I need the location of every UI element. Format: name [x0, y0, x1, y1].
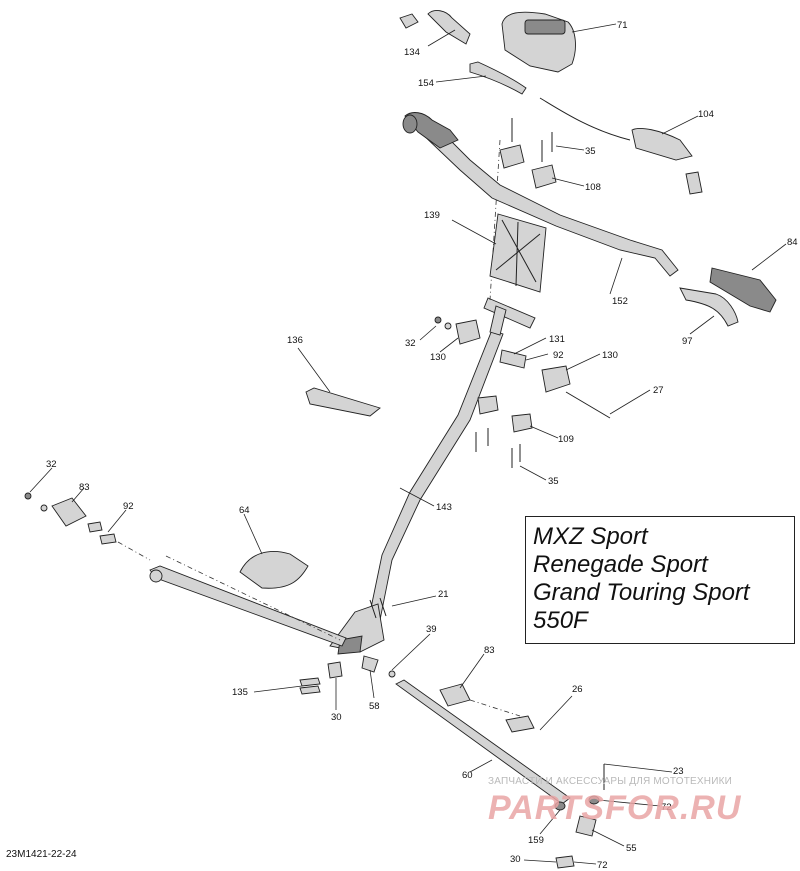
callout-30-mid: 30 [331, 712, 342, 723]
callout-130-right: 130 [602, 350, 618, 361]
model-name: MXZ Sport [533, 523, 648, 550]
callout-60: 60 [462, 770, 473, 781]
callout-159: 159 [528, 835, 544, 846]
callout-92-mid: 92 [553, 350, 564, 361]
callout-55: 55 [626, 843, 637, 854]
grips [679, 267, 777, 327]
callout-72-top: 72 [661, 802, 672, 813]
lower-parts [165, 555, 396, 695]
tie-rods [149, 565, 605, 869]
callout-83-right: 83 [484, 645, 495, 656]
callout-30-bottom: 30 [510, 854, 521, 865]
callout-109: 109 [558, 434, 574, 445]
callout-labels: 134 71 154 104 35 108 139 84 152 97 32 1… [46, 20, 798, 871]
model-list-box: MXZ Sport Renegade Sport Grand Touring S… [525, 516, 795, 644]
callout-58: 58 [369, 701, 380, 712]
handlebar [402, 112, 679, 277]
model-name: Grand Touring Sport [533, 579, 750, 606]
callout-143: 143 [436, 502, 452, 513]
drawing-number: 23M1421-22-24 [6, 849, 77, 860]
callout-35-mid: 35 [548, 476, 559, 487]
callout-92-left: 92 [123, 501, 134, 512]
callout-104: 104 [698, 109, 714, 120]
watermark-caption: ЗАПЧАСТИ И АКСЕССУАРЫ ДЛЯ МОТОТЕХНИКИ [488, 776, 733, 787]
watermark: ЗАПЧАСТИ И АКСЕССУАРЫ ДЛЯ МОТОТЕХНИКИ PA… [488, 776, 788, 836]
callout-108: 108 [585, 182, 601, 193]
handlebar-pad [489, 213, 547, 293]
model-name: 550F [533, 607, 588, 634]
top-parts [399, 10, 703, 195]
callout-27: 27 [653, 385, 664, 396]
watermark-logo: PARTSFOR.RU [488, 789, 742, 827]
callout-26: 26 [572, 684, 583, 695]
callout-83-left: 83 [79, 482, 90, 493]
callout-32-left: 32 [46, 459, 57, 470]
callout-136: 136 [287, 335, 303, 346]
leader-lines [29, 23, 787, 865]
callout-72-bottom: 72 [597, 860, 608, 871]
model-name: Renegade Sport [533, 551, 708, 578]
callout-154: 154 [418, 78, 434, 89]
callout-39: 39 [426, 624, 437, 635]
callout-135: 135 [232, 687, 248, 698]
callout-152: 152 [612, 296, 628, 307]
callout-97: 97 [682, 336, 693, 347]
callout-35-top: 35 [585, 146, 596, 157]
callout-130-left: 130 [430, 352, 446, 363]
callout-131: 131 [549, 334, 565, 345]
callout-32-mid: 32 [405, 338, 416, 349]
callout-134: 134 [404, 47, 420, 58]
callout-64: 64 [239, 505, 250, 516]
callout-84: 84 [787, 237, 798, 248]
callout-71: 71 [617, 20, 628, 31]
callout-23: 23 [673, 766, 684, 777]
mid-parts [305, 316, 611, 468]
callout-139: 139 [424, 210, 440, 221]
left-parts [24, 492, 309, 589]
callout-21: 21 [438, 589, 449, 600]
